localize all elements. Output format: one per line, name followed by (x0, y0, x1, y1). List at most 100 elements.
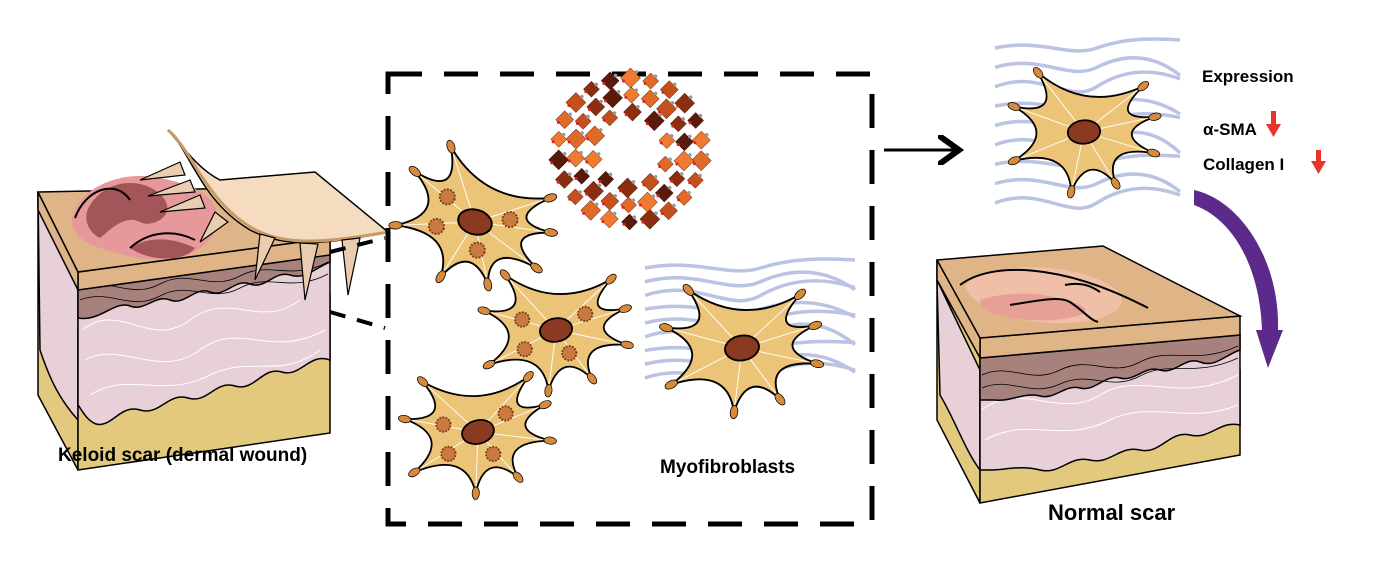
keloid-wound-dark-2 (130, 239, 195, 259)
internalized-mof (497, 405, 514, 422)
keloid-wound-lines (74, 187, 196, 249)
mof-atom (602, 81, 606, 85)
cell-focal-adhesion (388, 221, 403, 230)
mof-atom (574, 177, 578, 181)
expression-title: Expression (1202, 67, 1294, 86)
cell-focal-adhesion (659, 323, 673, 333)
mof-atom (613, 73, 618, 78)
normal-scar-lines (959, 268, 1149, 323)
normal-dermis-fibers (981, 374, 1239, 441)
mof-tetrahedron (669, 115, 687, 133)
mof-atom (631, 198, 636, 202)
mof-tetrahedron (654, 183, 674, 203)
cell-focal-adhesion (408, 467, 421, 478)
alpha-sma-down-arrow-icon (1266, 111, 1281, 137)
mof-atom (656, 194, 660, 198)
mof-atom (616, 90, 621, 94)
mof-atom (596, 152, 601, 156)
mof-atom (568, 197, 572, 201)
mof-atom (688, 181, 692, 185)
cell-focal-adhesion (538, 400, 552, 410)
internalized-mof (561, 345, 578, 362)
mof-atom (597, 183, 602, 187)
mof-atom (584, 90, 588, 94)
mof-atom (642, 183, 646, 187)
zoom-connector-lines (329, 236, 386, 330)
mof-atom (567, 140, 571, 144)
keloid-skin-block (36, 128, 390, 471)
mof-atom (631, 180, 636, 184)
normal-skin-block (935, 245, 1243, 504)
cell-focal-adhesion (477, 306, 491, 315)
mof-atom (659, 141, 663, 145)
mof-atom (661, 90, 665, 94)
cell-focal-adhesion (543, 436, 557, 445)
cell-nucleus (539, 317, 573, 343)
mof-atom (670, 101, 675, 105)
mof-tetrahedron (583, 149, 603, 169)
mof-atom (643, 81, 647, 85)
cell-focal-adhesion (618, 304, 632, 313)
keloid-wound-dark (86, 182, 168, 238)
mof-atom (672, 203, 676, 208)
fibroblast-cell (1007, 66, 1162, 199)
mof-atom (568, 112, 572, 117)
mof-atom (567, 159, 571, 163)
mof-atom (657, 110, 661, 114)
fibroblast-cell (477, 269, 634, 398)
mof-atom (562, 152, 567, 156)
microneedles (139, 161, 361, 301)
collagen-fiber (994, 186, 1181, 210)
cell-focal-adhesion (664, 379, 678, 390)
mof-tetrahedron (565, 128, 587, 150)
mof-atom (669, 179, 673, 183)
cell-focal-adhesion (523, 370, 534, 383)
mof-tetrahedron (550, 130, 568, 148)
mof-atom (586, 137, 590, 141)
cell-focal-adhesion (1007, 102, 1021, 111)
mof-atom (698, 173, 702, 178)
normal-mesh-pattern (981, 345, 1239, 390)
mof-atom (604, 99, 608, 103)
mof-tetrahedron (583, 180, 604, 202)
internalized-mof (440, 445, 457, 462)
cell-focal-adhesion (794, 288, 806, 301)
mof-nanoparticle (548, 67, 712, 231)
cell-focal-adhesion (544, 384, 553, 398)
mof-atom (653, 174, 658, 179)
mof-atom (654, 211, 658, 216)
mof-tetrahedron (602, 87, 623, 109)
mof-atom (679, 172, 684, 176)
mof-atom (550, 161, 554, 165)
cell-focal-adhesion (1147, 148, 1161, 158)
mof-tetrahedron (640, 89, 660, 109)
mof-atom (638, 203, 642, 207)
mof-tetrahedron (601, 109, 619, 127)
mof-atom (599, 99, 603, 104)
mof-atom (677, 198, 681, 202)
mof-atom (660, 212, 664, 216)
collagen-fiber (644, 257, 856, 273)
cell-focal-adhesion (408, 165, 421, 177)
cell-focal-adhesion (605, 273, 617, 285)
mof-atom (681, 117, 685, 121)
mof-atom (641, 220, 645, 224)
cell-focal-adhesion (682, 284, 695, 296)
mof-atom (580, 94, 584, 99)
mof-atom (576, 122, 580, 126)
mof-atom (613, 193, 618, 198)
cell-focal-adhesion (482, 359, 496, 370)
mof-tetrahedron (566, 148, 585, 168)
mof-atom (618, 189, 622, 193)
mof-atom (612, 211, 617, 216)
mof-tetrahedron (674, 92, 696, 114)
fibroblast-cell (388, 139, 558, 292)
cell-focal-adhesion (499, 269, 511, 281)
internalized-mof (485, 445, 502, 463)
mof-tetrahedron (574, 112, 592, 130)
cell-focal-adhesion (1137, 81, 1150, 92)
alpha-sma-marker-label: α-SMA (1203, 120, 1257, 139)
mof-atom (612, 111, 617, 115)
mof-atom (672, 82, 677, 87)
mof-atom (667, 185, 672, 190)
